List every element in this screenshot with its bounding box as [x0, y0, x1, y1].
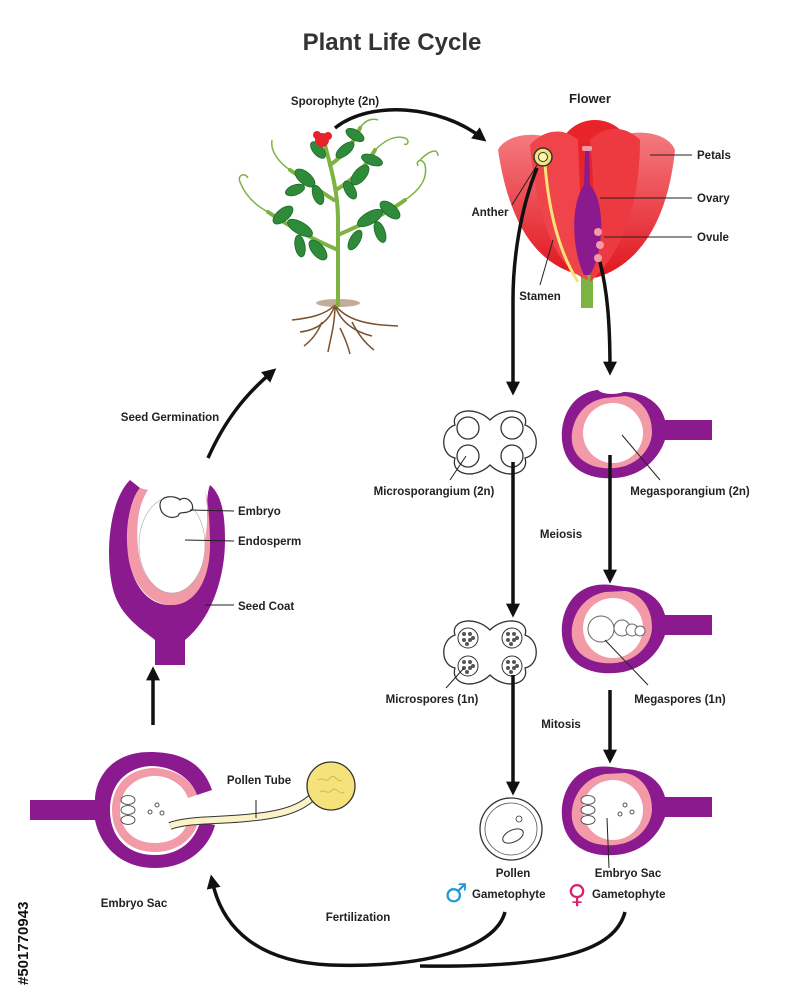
- arrow-sporophyte-to-flower: [333, 108, 487, 142]
- ovary-label: Ovary: [697, 193, 730, 205]
- arrow-anther-to-microsporangium: [506, 167, 539, 396]
- megaspores-label: Megaspores (1n): [634, 694, 726, 706]
- male-symbol-icon: ♂: [444, 879, 467, 909]
- seed: [109, 480, 225, 665]
- seed-germination-label: Seed Germination: [121, 412, 219, 424]
- embryo-sac-left-label: Embryo Sac: [101, 898, 168, 910]
- fertilization-label: Fertilization: [326, 912, 391, 924]
- megasporangium-label: Megasporangium (2n): [630, 486, 750, 498]
- mitosis-label: Mitosis: [541, 719, 581, 731]
- embryo-label: Embryo: [238, 506, 281, 518]
- female-symbol-icon: ♀: [567, 880, 586, 910]
- microspores-label: Microspores (1n): [386, 694, 479, 706]
- microspores: [443, 620, 537, 685]
- arrow-seed-germination: [206, 368, 277, 459]
- sporophyte-flower: [313, 131, 332, 147]
- megaspores: [561, 584, 712, 674]
- meiosis-label: Meiosis: [540, 529, 582, 541]
- diagram-title: Plant Life Cycle: [303, 29, 482, 56]
- pollen-label: Pollen: [496, 868, 531, 880]
- arrow-ovule-to-megasporangium: [598, 261, 617, 376]
- ovule-label: Ovule: [697, 232, 729, 244]
- microsporangium-label: Microsporangium (2n): [374, 486, 495, 498]
- endosperm-label: Endosperm: [238, 536, 301, 548]
- embryo-sac-right: [561, 766, 712, 856]
- megasporangium: [561, 385, 712, 479]
- petals-label: Petals: [697, 150, 731, 162]
- pollen-grain: [479, 797, 543, 861]
- flower-label: Flower: [569, 91, 611, 106]
- pollen-tube-label: Pollen Tube: [227, 775, 291, 787]
- stamen-label: Stamen: [519, 291, 561, 303]
- stock-id-text: #501770943: [15, 902, 32, 985]
- flower: [498, 120, 675, 308]
- fertilization-curve-male: [206, 874, 507, 968]
- male-gametophyte-label: Gametophyte: [472, 889, 546, 901]
- anther-label: Anther: [471, 207, 509, 219]
- sporophyte-label: Sporophyte (2n): [291, 96, 379, 108]
- microsporangium: [443, 410, 537, 475]
- sporophyte-plant: [238, 118, 439, 355]
- embryo-sac-left: [30, 752, 356, 868]
- fertilization-curve-female: [419, 911, 627, 968]
- embryo-sac-right-label: Embryo Sac: [595, 868, 662, 880]
- female-gametophyte-label: Gametophyte: [592, 889, 666, 901]
- seed-coat-label: Seed Coat: [238, 601, 294, 613]
